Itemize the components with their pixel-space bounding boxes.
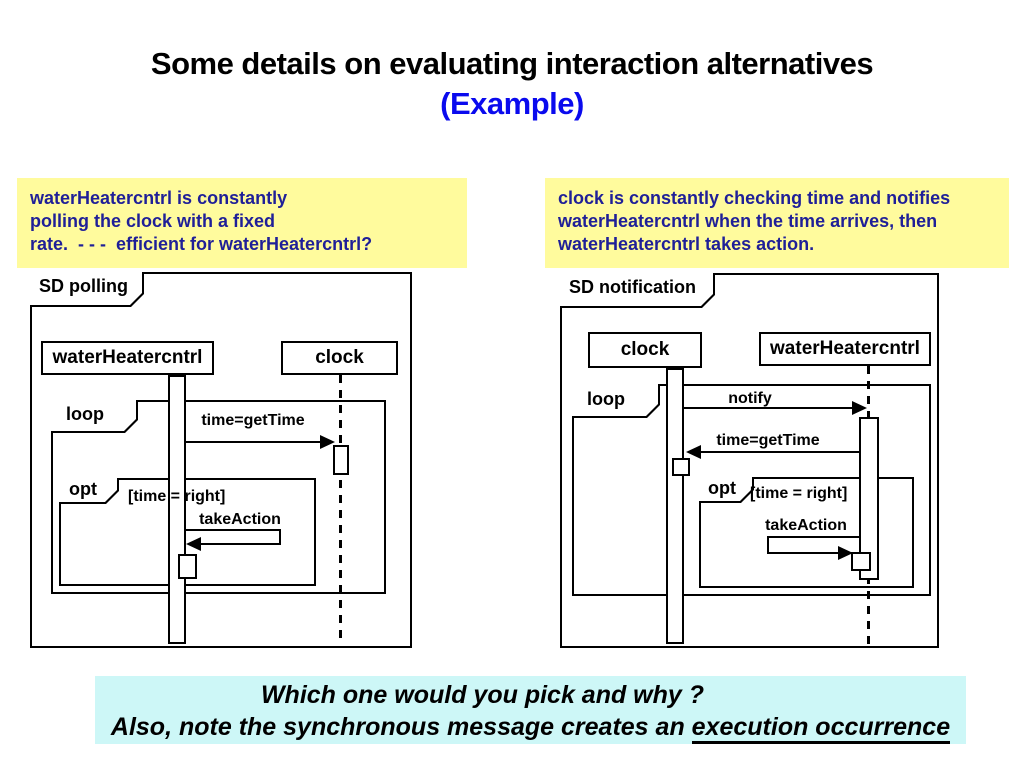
- opt-fragment-tab: opt: [59, 478, 119, 504]
- takeaction-line-bottom: [767, 552, 838, 554]
- opt-tab-shape: [59, 478, 117, 502]
- footer-line2: Also, note the synchronous message creat…: [95, 711, 966, 744]
- message-label-gettime: time=getTime: [716, 432, 820, 449]
- execution-occurrence-clock: [672, 458, 690, 476]
- takeaction-line-right: [279, 529, 281, 545]
- takeaction-line-top: [186, 529, 281, 531]
- execution-occurrence-takeaction: [851, 552, 871, 571]
- loop-fragment-label: loop: [587, 389, 625, 409]
- note-notification-line1: clock is constantly checking time and no…: [558, 188, 951, 208]
- footer-line1: Which one would you pick and why ?: [260, 681, 705, 709]
- sd-polling-frame: SD polling waterHeatercntrl clock loop o…: [30, 272, 412, 648]
- sd-notification-frame-tab: SD notification: [560, 273, 715, 308]
- message-line-gettime: [701, 451, 859, 453]
- opt-fragment-tab: opt: [699, 477, 754, 503]
- sd-notification-tab-shape: [560, 273, 713, 306]
- message-line-notify: [684, 407, 852, 409]
- sd-notification-frame-label: SD notification: [569, 277, 696, 297]
- opt-guard: [time = right]: [750, 485, 848, 502]
- gettime-arrowhead: [686, 445, 701, 459]
- sd-polling-frame-label: SD polling: [39, 276, 128, 296]
- gettime-arrowhead: [320, 435, 335, 449]
- note-polling: waterHeatercntrl is constantly polling t…: [17, 178, 467, 268]
- lifeline-head-waterheatercntrl: waterHeatercntrl: [41, 341, 214, 375]
- loop-tab-shape: [572, 384, 658, 416]
- footer-line2-underlined: execution occurrence: [691, 713, 951, 744]
- message-label-takeaction: takeAction: [199, 511, 281, 528]
- loop-fragment: [51, 400, 386, 594]
- loop-fragment: [572, 384, 931, 596]
- title-line1: Some details on evaluating interaction a…: [150, 46, 874, 81]
- activation-bar-waterheatercntrl: [168, 375, 186, 644]
- title-line2: (Example): [440, 86, 584, 121]
- note-notification: clock is constantly checking time and no…: [545, 178, 1009, 268]
- sd-polling-tab-shape: [30, 272, 142, 305]
- footer-line2-prefix: Also, note the synchronous message creat…: [110, 713, 692, 741]
- loop-fragment-tab: loop: [572, 384, 660, 418]
- slide-title: Some details on evaluating interaction a…: [0, 44, 1024, 124]
- activation-bar-waterheatercntrl: [859, 417, 879, 580]
- sd-polling-frame-tab: SD polling: [30, 272, 144, 307]
- note-notification-line3: waterHeatercntrl takes action.: [558, 234, 815, 254]
- lifeline-head-waterheatercntrl: waterHeatercntrl: [759, 332, 931, 366]
- opt-guard: [time = right]: [128, 488, 226, 505]
- execution-occurrence-takeaction: [178, 554, 197, 579]
- takeaction-line-bottom: [200, 543, 281, 545]
- execution-occurrence-clock: [333, 445, 349, 475]
- loop-fragment-tab: loop: [51, 400, 138, 433]
- opt-fragment: [59, 478, 316, 586]
- opt-fragment-label: opt: [708, 478, 736, 498]
- message-label-takeaction: takeAction: [765, 517, 847, 534]
- message-label-notify: notify: [728, 390, 772, 407]
- lifeline-head-clock: clock: [588, 332, 702, 368]
- loop-tab-shape: [51, 400, 136, 431]
- takeaction-arrowhead: [838, 546, 853, 560]
- note-polling-line1: waterHeatercntrl is constantly: [30, 188, 288, 208]
- takeaction-arrowhead: [186, 537, 201, 551]
- message-line-gettime: [186, 441, 322, 443]
- takeaction-line-left: [767, 536, 769, 553]
- lifeline-head-clock: clock: [281, 341, 398, 375]
- opt-fragment: [699, 477, 914, 588]
- loop-fragment-label: loop: [66, 404, 104, 424]
- activation-bar-clock: [666, 368, 684, 644]
- note-polling-line3: rate. - - - efficient for waterHeatercnt…: [30, 234, 373, 254]
- opt-tab-shape: [699, 477, 752, 501]
- opt-fragment-label: opt: [69, 479, 97, 499]
- sd-notification-frame: SD notification clock waterHeatercntrl l…: [560, 273, 939, 648]
- takeaction-line-top: [767, 536, 859, 538]
- note-polling-line2: polling the clock with a fixed: [30, 211, 276, 231]
- footer-question-box: Which one would you pick and why ? Also,…: [95, 676, 966, 744]
- note-notification-line2: waterHeatercntrl when the time arrives, …: [558, 211, 938, 231]
- message-label-gettime: time=getTime: [201, 412, 305, 429]
- notify-arrowhead: [852, 401, 867, 415]
- clock-lifeline-dashed: [339, 375, 342, 644]
